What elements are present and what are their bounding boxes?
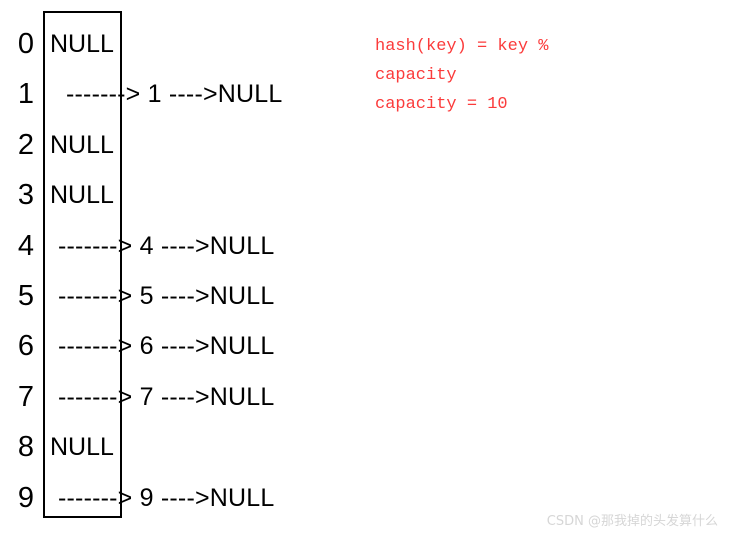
- bucket-index-label: 1: [17, 78, 35, 110]
- formula-line: capacity: [375, 66, 457, 85]
- bucket-chain-entry: -------> 7 ---->NULL: [58, 383, 275, 411]
- bucket-index-label: 5: [17, 280, 35, 312]
- bucket-index-label: 3: [17, 179, 35, 211]
- bucket-index-label: 4: [17, 230, 35, 262]
- bucket-row: 4 -------> 4 ---->NULL: [0, 226, 736, 266]
- bucket-row: 7 -------> 7 ---->NULL: [0, 377, 736, 417]
- hash-formula-annotation: hash(key) = key % capacity capacity = 10: [375, 32, 548, 119]
- bucket-chain-entry: -------> 5 ---->NULL: [58, 282, 275, 310]
- bucket-chain-entry: -------> 9 ---->NULL: [58, 484, 275, 512]
- formula-line: capacity = 10: [375, 95, 508, 114]
- bucket-index-label: 7: [17, 381, 35, 413]
- bucket-chain-entry: -------> 4 ---->NULL: [58, 232, 275, 260]
- bucket-index-label: 0: [17, 28, 35, 60]
- bucket-row: 2 NULL: [0, 125, 736, 165]
- bucket-array-box: [43, 11, 122, 518]
- bucket-chain-entry: -------> 1 ---->NULL: [66, 80, 283, 108]
- bucket-row: 9 -------> 9 ---->NULL: [0, 478, 736, 518]
- bucket-null-entry: NULL: [50, 433, 114, 461]
- formula-line: hash(key) = key %: [375, 37, 549, 56]
- bucket-index-label: 2: [17, 129, 35, 161]
- bucket-null-entry: NULL: [50, 30, 114, 58]
- bucket-null-entry: NULL: [50, 131, 114, 159]
- bucket-index-label: 6: [17, 330, 35, 362]
- bucket-row: 5 -------> 5 ---->NULL: [0, 276, 736, 316]
- bucket-row: 1 -------> 1 ---->NULL: [0, 74, 736, 114]
- bucket-row: 8 NULL: [0, 427, 736, 467]
- bucket-null-entry: NULL: [50, 181, 114, 209]
- bucket-row: 3 NULL: [0, 175, 736, 215]
- bucket-index-label: 9: [17, 482, 35, 514]
- bucket-chain-entry: -------> 6 ---->NULL: [58, 332, 275, 360]
- bucket-index-label: 8: [17, 431, 35, 463]
- bucket-row: 6 -------> 6 ---->NULL: [0, 326, 736, 366]
- csdn-watermark: CSDN @那我掉的头发算什么: [546, 514, 718, 529]
- bucket-row: 0 NULL: [0, 24, 736, 64]
